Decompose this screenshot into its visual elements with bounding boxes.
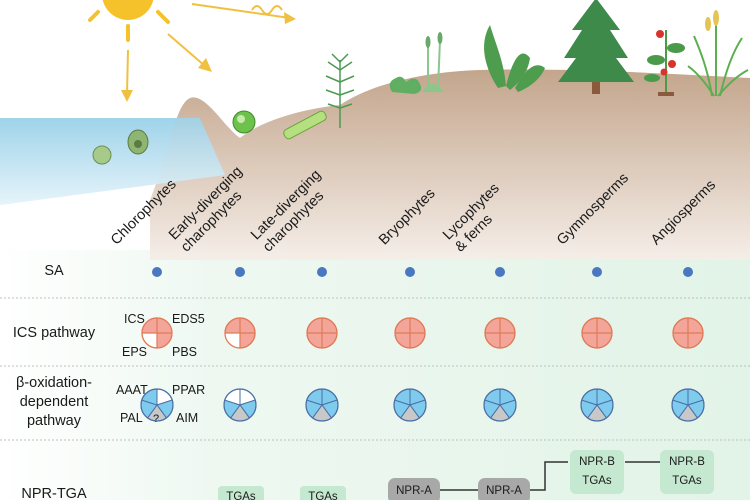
- npr-b-node-label: NPR-B: [579, 456, 615, 468]
- sa-dot: [592, 267, 602, 277]
- row-label-sa: SA: [44, 263, 64, 279]
- npr-a-node-label: NPR-A: [486, 485, 522, 497]
- aim-label: AIM: [176, 411, 199, 425]
- eds5-label: EDS5: [172, 312, 205, 326]
- tgas-node-shape: [300, 486, 346, 500]
- tgas-node-label: TGAs: [582, 475, 612, 487]
- ics-glyph: [306, 317, 338, 349]
- row-label-npr-tga: NPR-TGA: [21, 486, 87, 500]
- eps-label: EPS: [122, 345, 148, 359]
- aaat-label: AAAT: [116, 383, 148, 397]
- pbs-label: PBS: [172, 345, 198, 359]
- bryophyte-icon: [389, 32, 444, 94]
- sa-dot: [235, 267, 245, 277]
- ppar-label: PPAR: [172, 383, 206, 397]
- sa-dot: [683, 267, 693, 277]
- sa-dot: [317, 267, 327, 277]
- ics-glyphs: [141, 317, 704, 349]
- land: [150, 69, 750, 261]
- beta-oxidation-glyph: [671, 388, 705, 422]
- beta-oxidation-glyph: [483, 388, 517, 422]
- fern-icon: [484, 25, 545, 92]
- ics-glyph: [394, 317, 426, 349]
- npr-b-node-label: NPR-B: [669, 456, 705, 468]
- sa-dot: [152, 267, 162, 277]
- beta-oxidation-glyph: [393, 388, 427, 422]
- grass-plant-icon: [687, 10, 749, 97]
- row-separators: [0, 297, 750, 441]
- ics-glyph: [484, 317, 516, 349]
- tgas-node-shape: [218, 486, 264, 500]
- npr-a-node-shape: [388, 478, 440, 500]
- row-label-ics: ICS pathway: [12, 325, 96, 341]
- sa-dot: [495, 267, 505, 277]
- beta-oxidation-glyph: [223, 388, 257, 422]
- tgas-node-label: TGAs: [672, 475, 702, 487]
- sa-dot: [405, 267, 415, 277]
- conifer-icon: [558, 0, 634, 94]
- sun-icon: [88, 0, 170, 42]
- npr-network-lines: [440, 461, 660, 491]
- beta-oxidation-glyph: [305, 388, 339, 422]
- pal-label: PAL: [120, 411, 143, 425]
- npr-a-node-label: NPR-A: [396, 485, 432, 497]
- beta-oxidation-glyph: [140, 388, 174, 422]
- npr-a-node-shape: [478, 478, 530, 500]
- ics-glyph: [224, 317, 256, 349]
- ics-glyph: [581, 317, 613, 349]
- table-background: [0, 250, 750, 500]
- sa-dots: [152, 267, 693, 277]
- ics-label: ICS: [124, 312, 145, 326]
- tgas-node-label: TGAs: [308, 491, 338, 500]
- npr-b-node-shape: [660, 450, 714, 494]
- npr-nodes: [218, 450, 714, 500]
- light-arrows: [121, 3, 296, 102]
- flowering-plant-icon: [644, 30, 685, 96]
- beta-oxidation-glyph: [580, 388, 614, 422]
- ics-glyph: [672, 317, 704, 349]
- unknown-mark: ?: [153, 413, 160, 425]
- filament-icon: [283, 110, 327, 140]
- npr-b-node-shape: [570, 450, 624, 494]
- charophyte-cell-icon: [232, 110, 256, 134]
- beta-glyphs: [140, 388, 705, 422]
- tgas-node-label: TGAs: [226, 491, 256, 500]
- chara-plant-icon: [325, 53, 355, 128]
- ics-glyph: [141, 317, 173, 349]
- chlorophyte-cell-icon: [92, 129, 149, 165]
